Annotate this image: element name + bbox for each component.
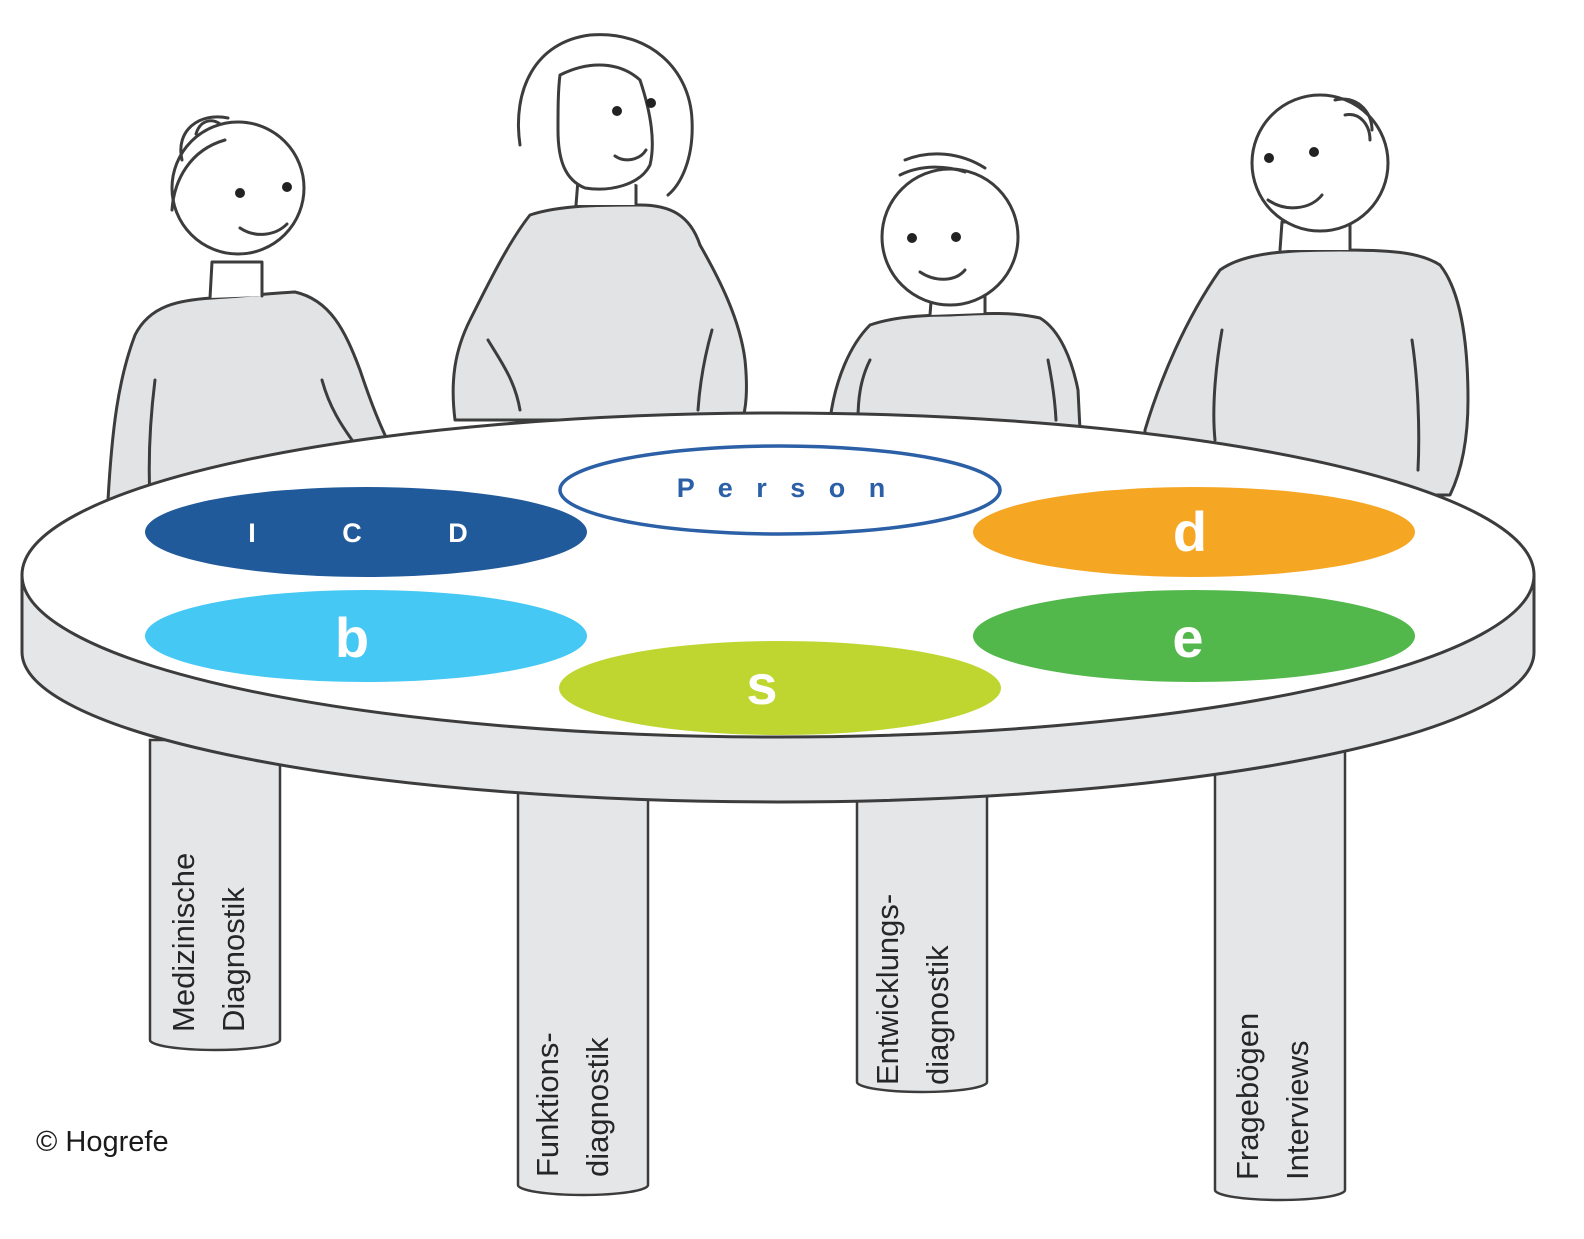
leg-1-label: Medizinische Diagnostik (166, 853, 251, 1032)
icd-label: I C D (248, 518, 484, 548)
figure-center-right-icon (828, 152, 1082, 432)
table-legs (148, 738, 1347, 1202)
person-figures (106, 33, 1470, 522)
figure-left-icon (106, 115, 387, 522)
concept-ellipses: P e r s o n I C D d b e s (145, 444, 1415, 735)
b-ellipse: b (145, 590, 587, 682)
s-ellipse: s (559, 641, 1001, 735)
leg-3-label: Entwicklungs- diagnostik (870, 894, 955, 1085)
person-ellipse: P e r s o n (558, 444, 1002, 536)
d-label: d (1173, 500, 1207, 563)
leg-labels: Medizinische Diagnostik Funktions- diagn… (166, 853, 1315, 1180)
leg-1-line1: Medizinische (166, 853, 201, 1032)
leg-2 (516, 788, 650, 1197)
leg-2-line1: Funktions- (530, 1032, 565, 1177)
leg-3 (855, 788, 989, 1094)
leg-1 (148, 738, 282, 1052)
person-label: P e r s o n (677, 473, 894, 503)
e-label: e (1172, 606, 1203, 669)
leg-3-line2: diagnostik (920, 945, 955, 1085)
e-ellipse: e (973, 590, 1415, 682)
leg-4-label: Fragebögen Interviews (1230, 1013, 1315, 1180)
leg-4-line2: Interviews (1280, 1040, 1315, 1180)
figure-right-icon (1143, 93, 1470, 497)
d-ellipse: d (973, 487, 1415, 577)
leg-4-line1: Fragebögen (1230, 1013, 1265, 1180)
leg-2-label: Funktions- diagnostik (530, 1032, 615, 1177)
copyright-notice: © Hogrefe (36, 1126, 169, 1158)
leg-3-line1: Entwicklungs- (870, 894, 905, 1085)
leg-4 (1213, 738, 1347, 1202)
b-label: b (335, 606, 369, 669)
icd-ellipse: I C D (145, 487, 587, 577)
s-label: s (746, 653, 777, 716)
figure-center-left-icon (451, 33, 748, 422)
leg-1-line2: Diagnostik (216, 887, 251, 1032)
leg-2-line2: diagnostik (580, 1037, 615, 1177)
